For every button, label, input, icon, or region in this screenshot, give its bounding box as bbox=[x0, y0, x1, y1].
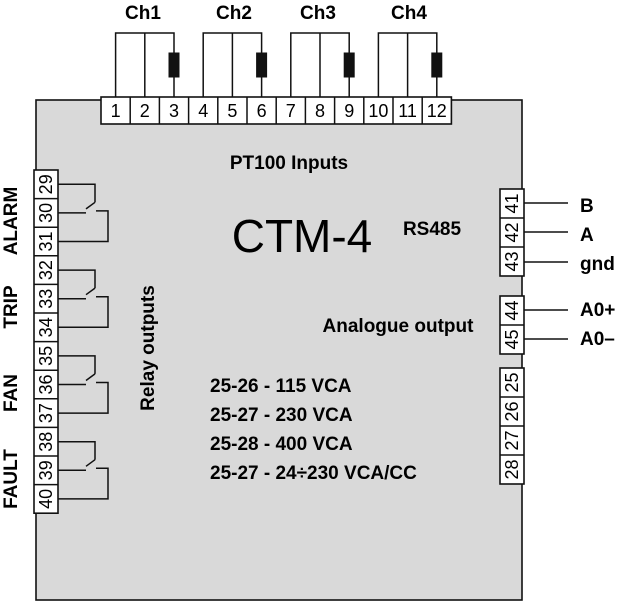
relay-group-trip: TRIP bbox=[1, 285, 22, 329]
inputs-title: PT100 Inputs bbox=[230, 153, 348, 174]
relay-nc-wire bbox=[58, 467, 109, 500]
channel-label-2: Ch2 bbox=[216, 3, 252, 24]
top-terminal-number: 4 bbox=[198, 101, 208, 121]
supply-line-3: 25-28 - 400 VCA bbox=[210, 434, 353, 455]
analogue-plus-label: A0+ bbox=[580, 300, 615, 321]
relay-group-alarm: ALARM bbox=[1, 187, 22, 256]
left-terminal-number: 39 bbox=[36, 460, 56, 480]
supply-line-1: 25-26 - 115 VCA bbox=[210, 376, 352, 397]
relay-contact-blade bbox=[85, 287, 96, 296]
device-body bbox=[35, 99, 523, 601]
right-wiring bbox=[524, 202, 568, 340]
left-terminal-number: 33 bbox=[36, 289, 56, 309]
relay-contact-blade bbox=[85, 201, 96, 210]
relay-contacts bbox=[58, 183, 109, 500]
rs485-b-label: B bbox=[580, 196, 594, 217]
right-terminal-number: 28 bbox=[502, 459, 522, 479]
pt100-sensor-element bbox=[431, 52, 443, 78]
right-terminal-number: 26 bbox=[502, 401, 522, 421]
left-terminal-number: 34 bbox=[36, 317, 56, 337]
left-terminal-number: 31 bbox=[36, 231, 56, 251]
top-terminal-number: 6 bbox=[257, 101, 267, 121]
relay-group-fault: FAULT bbox=[1, 449, 22, 509]
pt100-sensor-element bbox=[256, 52, 268, 78]
rs485-a-label: A bbox=[580, 225, 594, 246]
pt100-sensor-element bbox=[168, 52, 180, 78]
model-name: CTM-4 bbox=[232, 210, 373, 262]
left-terminal-number: 37 bbox=[36, 403, 56, 423]
left-terminal-number: 30 bbox=[36, 203, 56, 223]
relay-nc-wire bbox=[58, 210, 109, 243]
right-terminal-number: 25 bbox=[502, 372, 522, 392]
relay-group-fan: FAN bbox=[1, 374, 22, 412]
right-terminal-number: 43 bbox=[502, 251, 522, 271]
top-terminal-number: 2 bbox=[140, 101, 150, 121]
top-terminal-number: 8 bbox=[315, 101, 325, 121]
right-terminal-number: 45 bbox=[502, 329, 522, 349]
channel-label-3: Ch3 bbox=[300, 3, 336, 24]
left-terminal-number: 40 bbox=[36, 489, 56, 509]
right-terminal-number: 44 bbox=[502, 300, 522, 320]
relay-outputs-label: Relay outputs bbox=[138, 285, 159, 411]
left-terminal-number: 35 bbox=[36, 346, 56, 366]
relay-contact-blade bbox=[85, 373, 96, 382]
rs485-gnd-label: gnd bbox=[580, 254, 615, 275]
channel-label-4: Ch4 bbox=[391, 3, 427, 24]
top-terminal-number: 10 bbox=[368, 101, 388, 121]
channel-label-1: Ch1 bbox=[125, 3, 161, 24]
relay-nc-wire bbox=[58, 295, 109, 329]
relay-common-wire bbox=[58, 269, 96, 289]
top-terminal-number: 7 bbox=[286, 101, 296, 121]
pt100-sensor-element bbox=[343, 52, 355, 78]
relay-nc-wire bbox=[58, 381, 109, 414]
right-terminal-number: 41 bbox=[502, 193, 522, 213]
relay-common-wire bbox=[58, 440, 96, 460]
relay-common-wire bbox=[58, 355, 96, 374]
right-terminal-number: 27 bbox=[502, 430, 522, 450]
top-terminal-number: 11 bbox=[398, 101, 417, 121]
left-terminal-number: 38 bbox=[36, 432, 56, 452]
analogue-minus-label: A0– bbox=[580, 329, 615, 350]
top-sensor-wiring bbox=[114, 32, 443, 97]
left-terminal-number: 29 bbox=[36, 174, 56, 194]
top-terminal-number: 12 bbox=[427, 101, 447, 121]
right-terminal-strip: 41 42 43 44 45 25 26 27 28 bbox=[499, 188, 525, 485]
relay-contact-blade bbox=[85, 459, 96, 467]
left-terminal-number: 32 bbox=[36, 260, 56, 280]
top-terminal-number: 1 bbox=[111, 101, 121, 121]
top-terminal-number: 3 bbox=[169, 101, 179, 121]
serial-label: RS485 bbox=[403, 219, 462, 240]
top-terminal-number: 9 bbox=[344, 101, 354, 121]
relay-common-wire bbox=[58, 183, 96, 203]
left-terminal-number: 36 bbox=[36, 374, 56, 394]
supply-line-4: 25-27 - 24÷230 VCA/CC bbox=[210, 463, 417, 484]
right-terminal-number: 42 bbox=[502, 222, 522, 242]
supply-line-2: 25-27 - 230 VCA bbox=[210, 405, 353, 426]
analogue-output-label: Analogue output bbox=[323, 316, 475, 337]
left-terminal-strip: 29 30 31 32 33 34 35 36 37 38 39 40 bbox=[33, 169, 59, 515]
top-terminal-number: 5 bbox=[227, 101, 237, 121]
